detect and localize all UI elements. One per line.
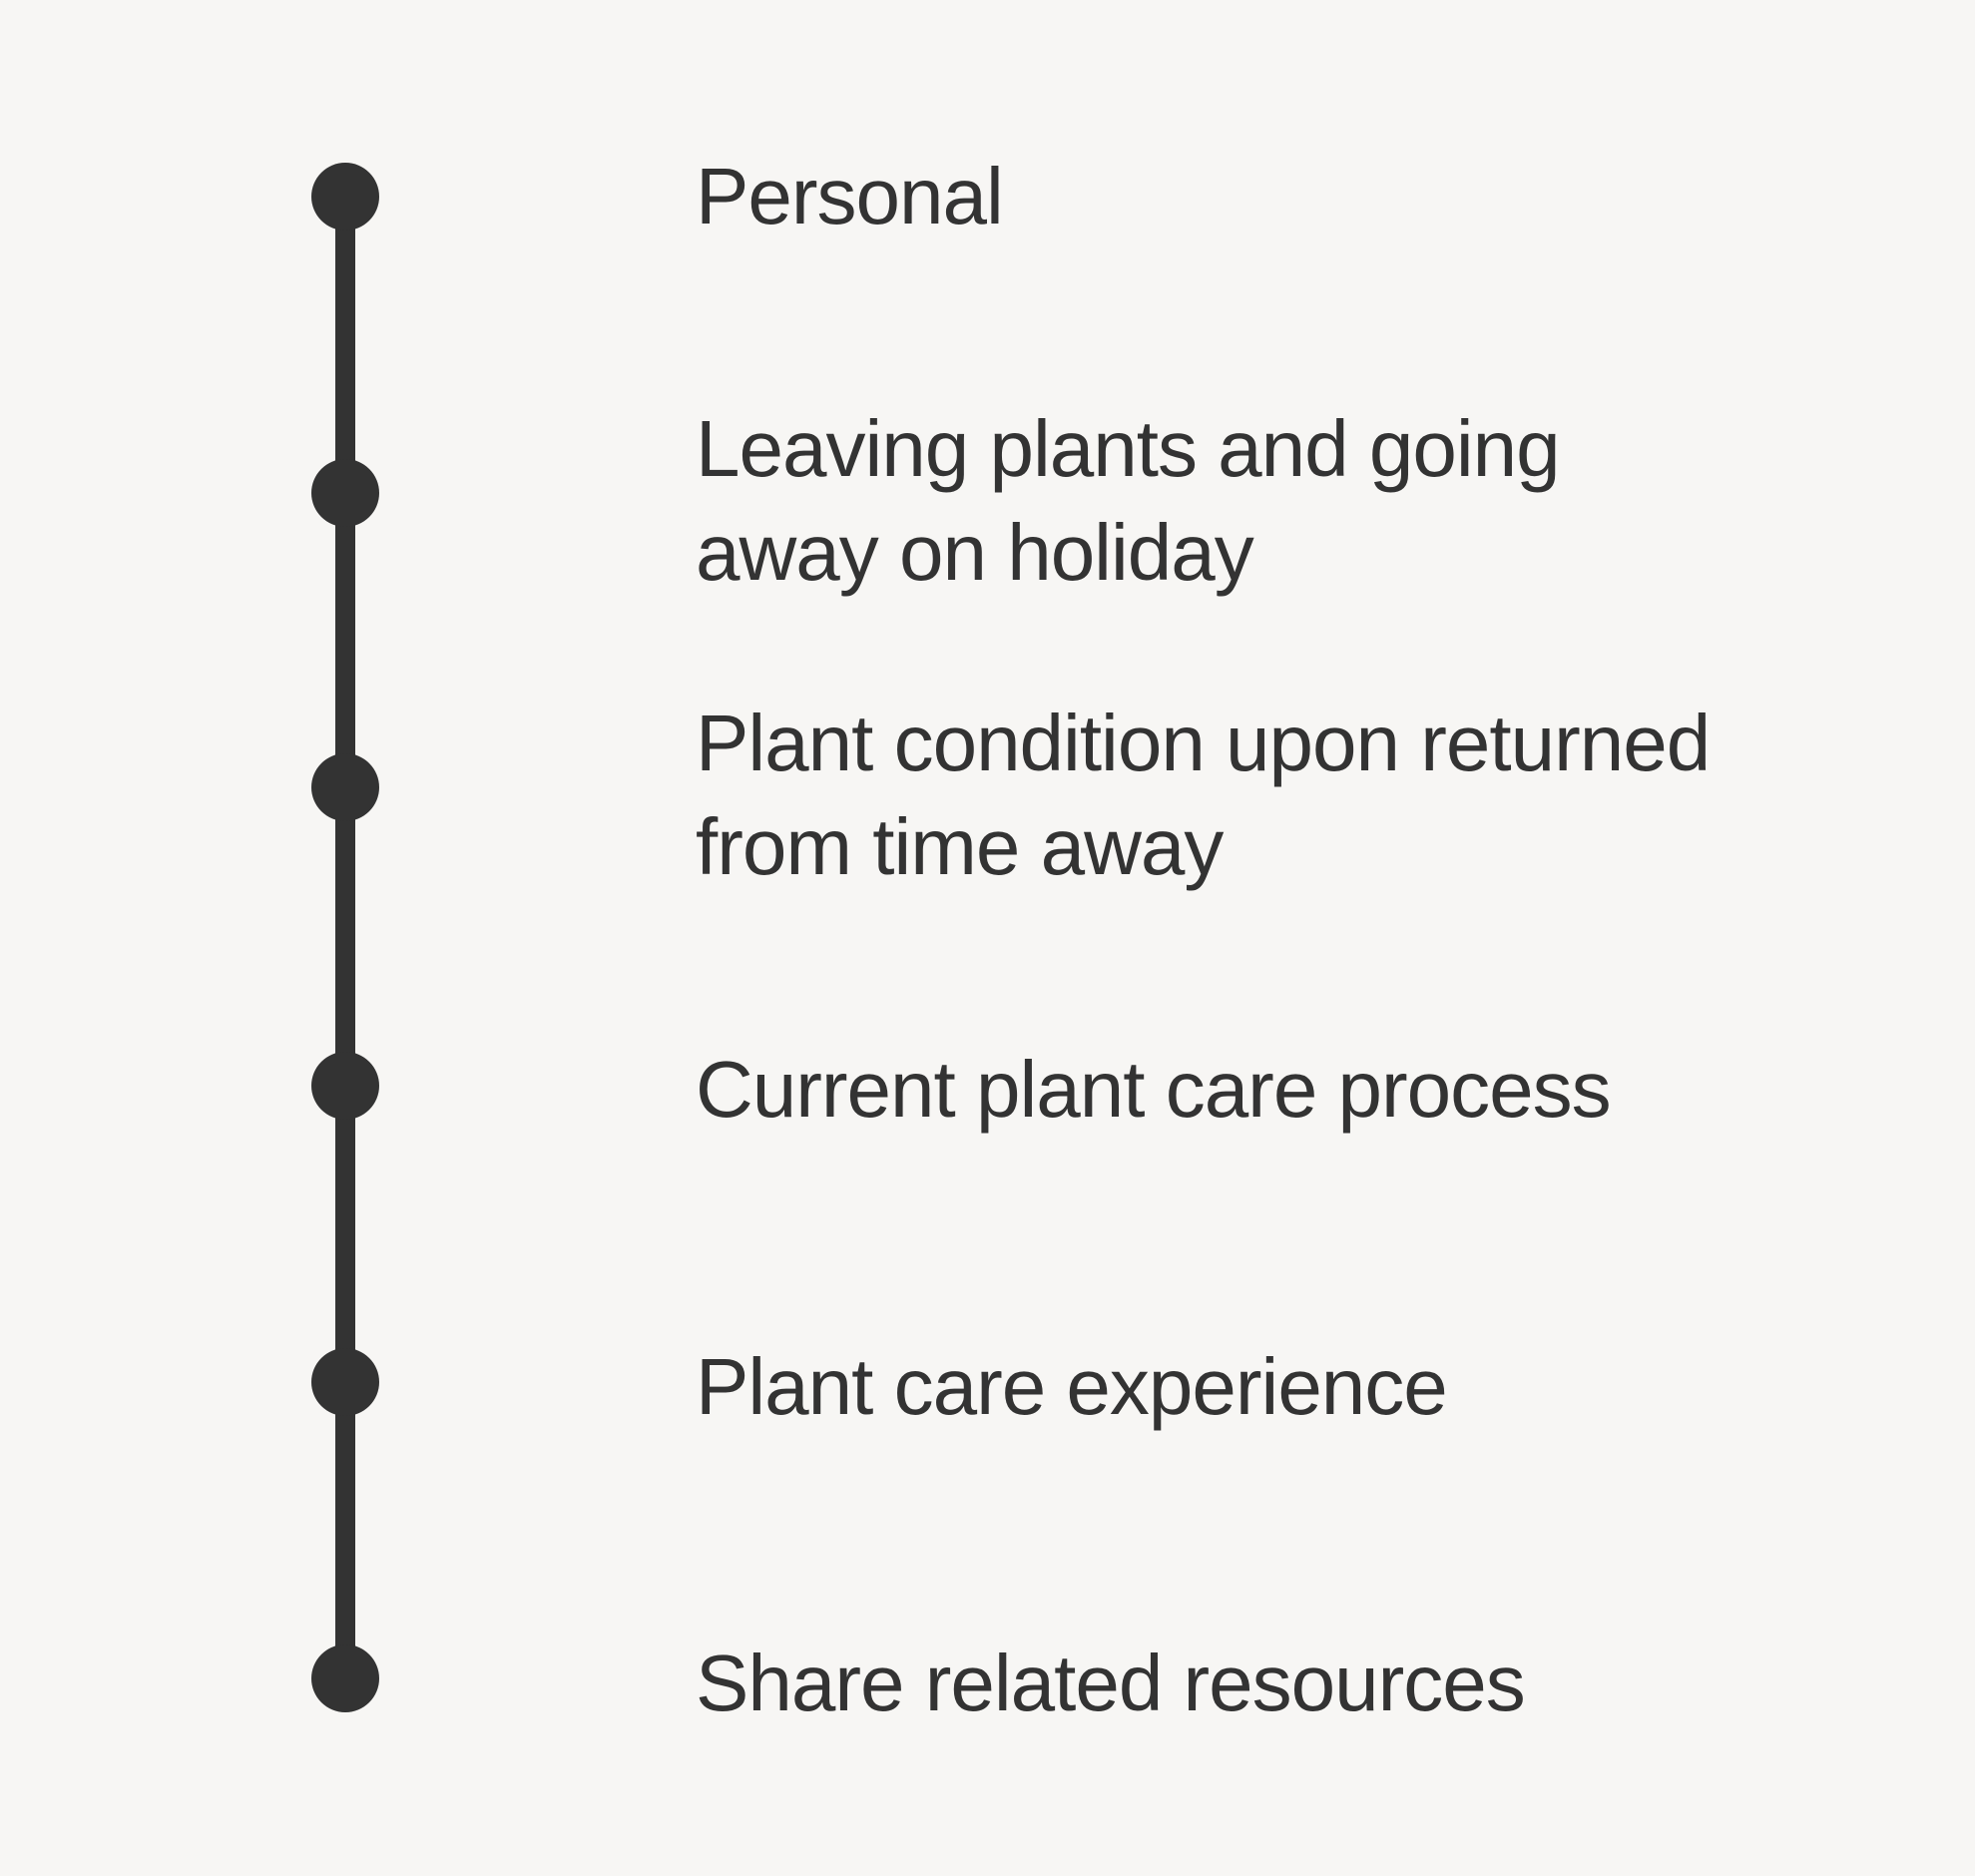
- label-line: Share related resources: [696, 1639, 1526, 1727]
- timeline-dot: [311, 753, 379, 821]
- timeline-dot: [311, 163, 379, 231]
- label-line: Plant care experience: [696, 1342, 1448, 1431]
- label-line: from time away: [696, 802, 1224, 891]
- timeline-dot: [311, 1052, 379, 1120]
- timeline-item-label: Share related resources: [696, 1632, 1526, 1735]
- label-line: Plant condition upon returned: [696, 699, 1711, 787]
- timeline-item-label: Personal: [696, 145, 1004, 248]
- timeline-dot: [311, 459, 379, 527]
- timeline-item-label: Plant condition upon returned from time …: [696, 692, 1711, 899]
- label-line: Current plant care process: [696, 1045, 1612, 1134]
- label-line: Personal: [696, 152, 1004, 240]
- label-line: Leaving plants and going: [696, 404, 1561, 493]
- timeline-dot: [311, 1644, 379, 1712]
- timeline-dot: [311, 1348, 379, 1416]
- timeline-item-label: Leaving plants and going away on holiday: [696, 397, 1561, 605]
- label-line: away on holiday: [696, 508, 1254, 597]
- timeline-item-label: Current plant care process: [696, 1038, 1612, 1142]
- timeline-item-label: Plant care experience: [696, 1335, 1448, 1439]
- timeline-connector-line: [335, 197, 355, 1678]
